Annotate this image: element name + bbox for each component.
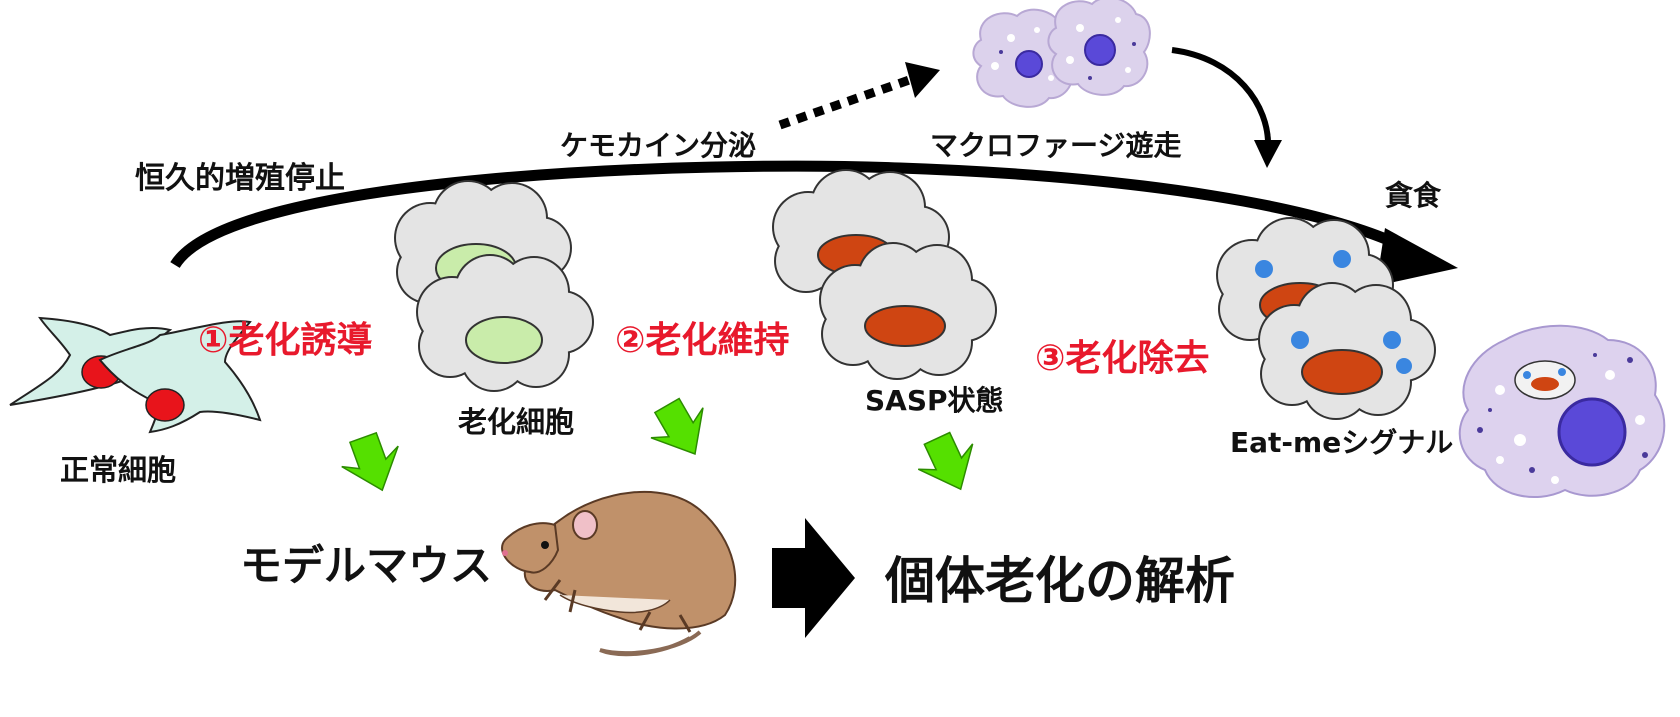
- migration-label: マクロファージ遊走: [930, 129, 1181, 162]
- green-arrow-icon: [334, 426, 412, 502]
- step3-label: ③老化除去: [1035, 338, 1209, 379]
- model-mouse-label: モデルマウス: [240, 541, 492, 590]
- macrophage-icon: [1458, 324, 1666, 498]
- arrest-label: 恒久的増殖停止: [135, 161, 345, 196]
- macrophage-small-icon: [1047, 0, 1151, 96]
- normal-cell-label: 正常細胞: [60, 453, 176, 487]
- sasp-cell-icon: [819, 242, 997, 380]
- main-flow-arrow: [170, 160, 1423, 269]
- main-flow-arrowhead: [1376, 228, 1458, 286]
- normal-cell-icon: [98, 320, 262, 434]
- black-arrow-icon: [772, 518, 855, 638]
- eat-me-cell-icon: [1258, 282, 1436, 420]
- chemokine-arrowhead: [905, 62, 940, 98]
- analysis-label: 個体老化の解析: [884, 552, 1235, 610]
- chemokine-label: ケモカイン分泌: [560, 129, 756, 162]
- green-arrow-icon: [640, 389, 722, 470]
- eat-me-label: Eat-meシグナル: [1230, 426, 1453, 459]
- step1-label: ①老化誘導: [198, 320, 372, 361]
- sasp-state-label: SASP状態: [865, 384, 1004, 417]
- migration-arrow: [1171, 47, 1272, 149]
- migration-arrowhead: [1254, 140, 1282, 168]
- mouse-icon: [501, 490, 737, 657]
- phagocytosis-label: 貪食: [1385, 179, 1442, 212]
- green-arrow-icon: [909, 425, 989, 503]
- senescent-cell-icon: [416, 254, 594, 392]
- chemokine-dotted-arrow: [778, 73, 917, 130]
- step2-label: ②老化維持: [615, 320, 789, 361]
- senescent-cell-label: 老化細胞: [458, 405, 574, 439]
